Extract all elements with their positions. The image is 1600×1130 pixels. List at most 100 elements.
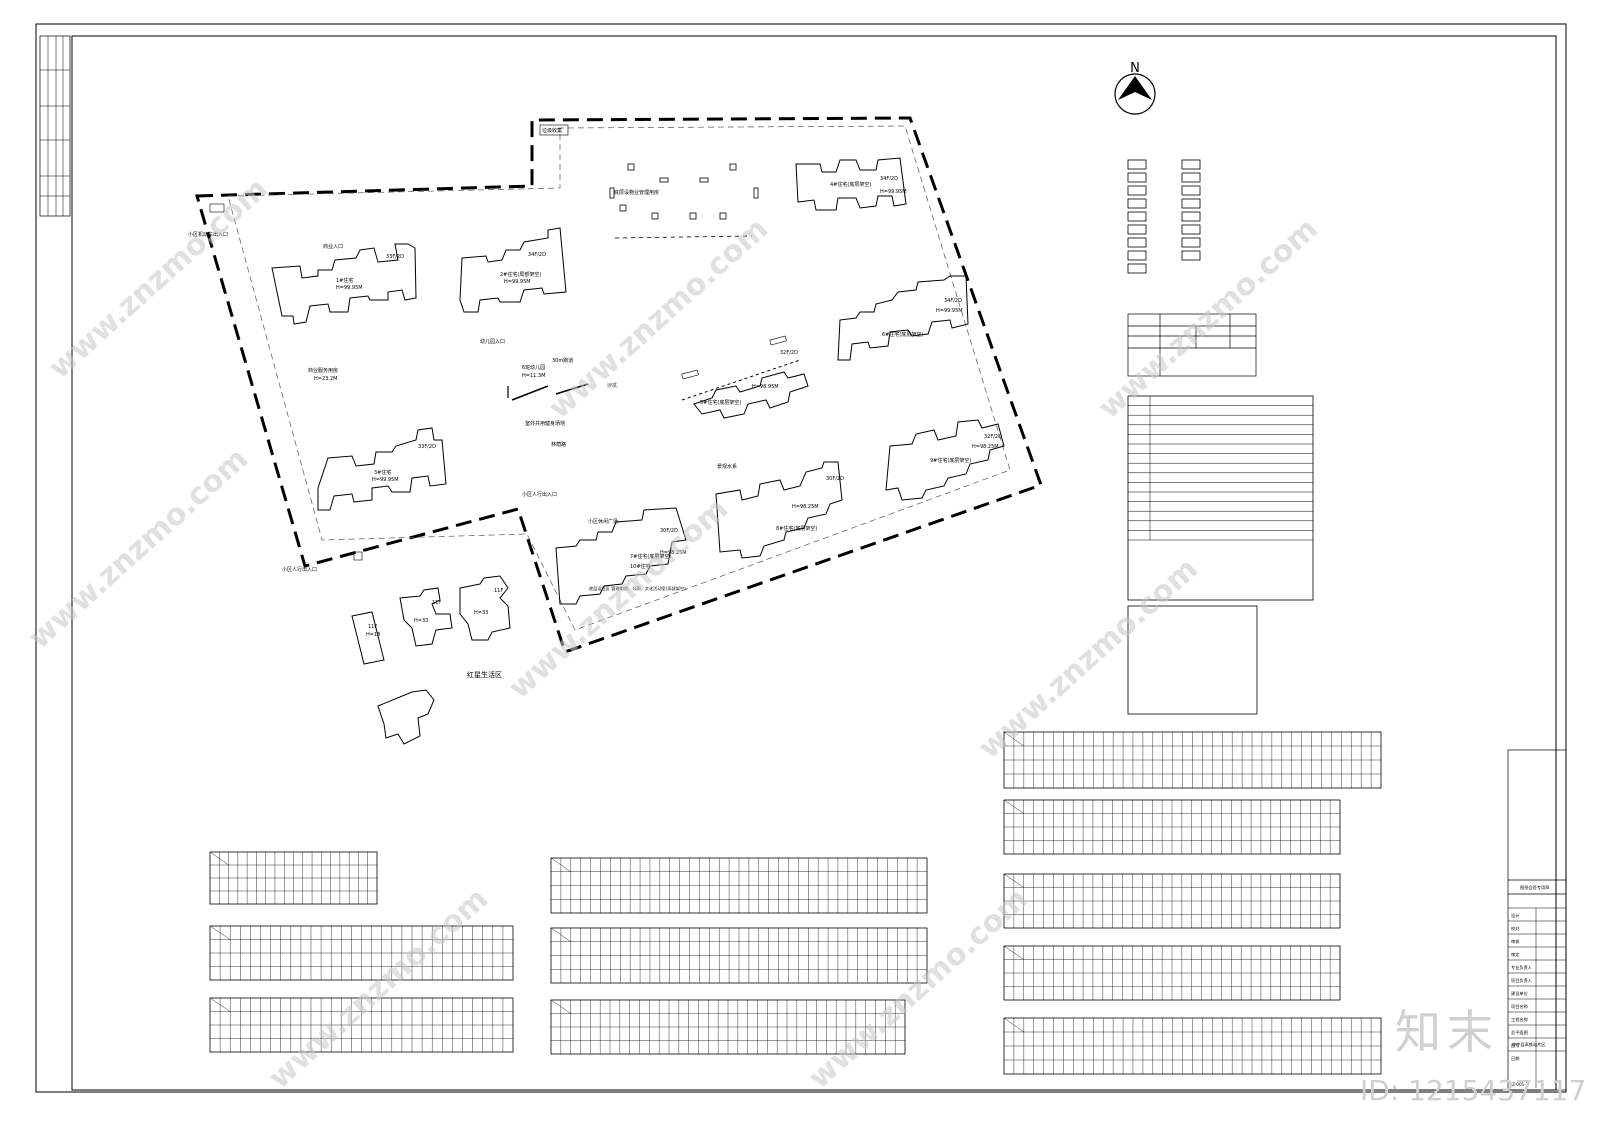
label-kindergarten-height: H=11.3M — [522, 373, 545, 379]
legend-swatch — [1127, 263, 1147, 274]
building-7-height: H=98.25M — [660, 550, 687, 556]
watermark-3: www.znzmo.com — [1092, 211, 1325, 426]
label-green-path: 林荫路 — [551, 441, 566, 448]
label-pedestrian-entrance-2: 小区人行出入口 — [282, 566, 317, 573]
title-block-row-label: 项目名称 — [1511, 1003, 1528, 1010]
indicator-table — [1127, 395, 1314, 601]
label-commerce-entrance: 商业入口 — [323, 243, 343, 250]
existing-3-floors: 11F — [368, 624, 377, 630]
title-block-row-label: 校对 — [1511, 925, 1519, 932]
title-block-sheet: Z-001-1 — [1512, 1082, 1529, 1087]
watermark-8: www.znzmo.com — [802, 881, 1035, 1096]
label-outdoor-sports: 室外共用健身场地 — [525, 420, 565, 427]
title-block — [1507, 749, 1567, 1091]
legend-swatch — [1127, 185, 1147, 196]
legend-swatch — [1127, 224, 1147, 235]
building-10-name: 10#住宅 — [630, 563, 651, 570]
existing-2-height: H=33 — [474, 610, 488, 616]
label-track: 30m跑道 — [552, 357, 573, 364]
building-3-name: 3#住宅 — [374, 469, 391, 476]
building-5-name: 5#住宅(底层架空) — [700, 399, 741, 406]
site-boundary — [195, 116, 1043, 654]
building-5-floors: 32F/2D — [780, 350, 798, 356]
left-strip — [39, 35, 71, 217]
statistics-tables — [209, 731, 1382, 1075]
label-kindergarten: 6班幼儿园 — [522, 364, 545, 371]
watermark-2: www.znzmo.com — [542, 211, 775, 426]
title-block-row-label: 审定 — [1511, 951, 1519, 958]
label-garbage: 垃圾收集 — [542, 127, 562, 134]
watermark-5: www.znzmo.com — [502, 491, 735, 706]
label-pedestrian-entrance-1: 小区人行出入口 — [522, 491, 557, 498]
label-community: 底层设社区 管理用房、公厕、文化活动室(局部架空) — [589, 585, 686, 592]
outer-frame — [35, 23, 1567, 1093]
label-kindergarten-entrance: 幼儿园入口 — [480, 338, 505, 345]
legend-swatches — [1127, 159, 1201, 274]
building-5-height: H=98.95M — [752, 384, 779, 390]
building-2-name: 2#住宅(局部架空) — [500, 271, 541, 278]
inner-frame — [71, 35, 1557, 1091]
legend-swatch — [1181, 250, 1201, 261]
building-1-height: H=99.95M — [336, 285, 363, 291]
watermark-6: www.znzmo.com — [972, 551, 1205, 766]
label-leisure-plaza: 小区休闲广场 — [588, 518, 618, 525]
building-8-name: 8#住宅(底层架空) — [776, 525, 817, 532]
title-block-row-label: 工程名称 — [1511, 1016, 1528, 1023]
watermark-1: www.znzmo.com — [42, 171, 275, 386]
title-block-row-label: 日期 — [1511, 1056, 1519, 1062]
title-block-row-label: 专业负责人 — [1511, 964, 1533, 971]
label-commerce-area: 商业服务用房 — [308, 367, 338, 374]
label-vehicle-entrance: 小区机动车出入口 — [188, 231, 228, 238]
legend-swatch — [1127, 237, 1147, 248]
building-2-height: H=99.95M — [504, 279, 531, 285]
existing-2-floors: 11F — [494, 588, 503, 594]
building-9-height: H=98.25M — [972, 444, 999, 450]
legend-swatch — [1181, 172, 1201, 183]
north-label: N — [1130, 61, 1140, 76]
legend-swatch — [1181, 224, 1201, 235]
building-4-name: 4#住宅(底层架空) — [830, 181, 871, 188]
legend-swatch — [1181, 237, 1201, 248]
legend-swatch — [1127, 250, 1147, 261]
legend-swatch — [1181, 198, 1201, 209]
title-block-row-label: 建设单位 — [1511, 990, 1528, 997]
title-block-row-label: 设计 — [1511, 912, 1519, 919]
setback-line — [227, 125, 1011, 631]
title-block-row-label: 审核 — [1511, 938, 1520, 945]
building-7-name: 7#住宅(底层架空) — [630, 553, 671, 560]
title-block-project: 中宁县高铁站片区 — [1512, 1041, 1546, 1048]
residential-buildings — [271, 157, 1005, 745]
legend-swatch — [1181, 159, 1201, 170]
legend-swatch — [1127, 159, 1147, 170]
legend-swatch — [1181, 211, 1201, 222]
building-4-floors: 34F/2D — [880, 176, 898, 182]
label-commerce-height: H=23.2M — [314, 376, 337, 382]
label-hongxing: 红星生活区 — [467, 670, 502, 679]
title-block-row-label: 项目负责人 — [1511, 977, 1533, 984]
title-block-header: 图纸会签专用章 — [1520, 884, 1549, 891]
title-block-row-label: 图号 — [1511, 1043, 1519, 1049]
existing-3-height: H=18 — [366, 632, 380, 638]
building-8-height: H=98.25M — [792, 504, 819, 510]
watermarks: www.znzmo.com www.znzmo.com www.znzmo.co… — [22, 171, 1325, 1096]
title-block-row-label: 总平面图 — [1511, 1029, 1528, 1036]
building-2-floors: 34F/2D — [528, 252, 546, 258]
label-podium: 底层设物业管理用房 — [614, 189, 659, 196]
building-9-floors: 32F/2D — [984, 434, 1002, 440]
building-4-height: H=99.95M — [880, 189, 907, 195]
north-arrow: N — [1114, 61, 1156, 115]
legend-swatch — [1127, 172, 1147, 183]
building-9-name: 9#住宅(底层架空) — [930, 457, 971, 464]
label-scenic-path: 景观水系 — [717, 463, 737, 470]
watermark-4: www.znzmo.com — [22, 441, 255, 656]
key-table — [1127, 313, 1257, 377]
existing-1-floors: 11F — [432, 600, 441, 606]
notes-box — [1127, 605, 1258, 715]
building-6-height: H=99.95M — [936, 308, 963, 314]
legend-swatch — [1127, 198, 1147, 209]
id-label: ID: 1215437117 — [1360, 1074, 1587, 1107]
building-6-name: 6#住宅(底层架空) — [882, 331, 923, 338]
building-8-floors: 30F/2D — [826, 476, 844, 482]
